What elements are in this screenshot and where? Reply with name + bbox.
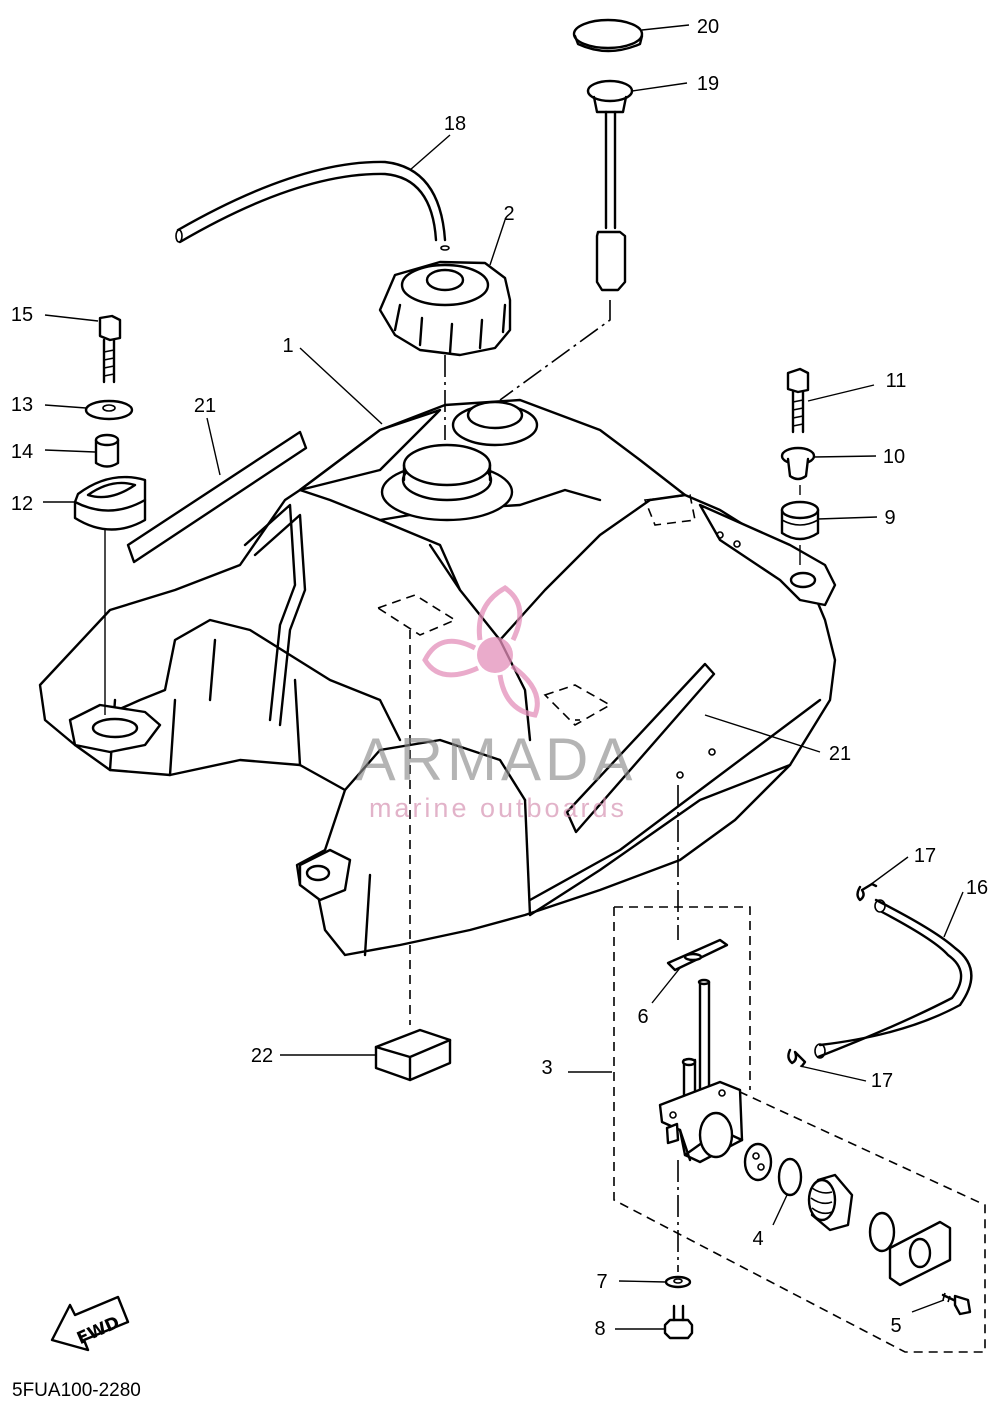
callout-14: 14 (11, 441, 33, 463)
callout-13: 13 (11, 394, 33, 416)
watermark-logo (422, 585, 540, 718)
callout-20: 20 (697, 16, 719, 38)
callout-11: 11 (886, 370, 907, 392)
diagram-code: 5FUA100-2280 (12, 1380, 141, 1401)
callout-21-left: 21 (194, 395, 216, 417)
callout-16: 16 (966, 877, 988, 899)
collar-14 (94, 433, 120, 468)
sponge-22 (374, 1028, 452, 1082)
grommet-9 (780, 500, 820, 541)
bolt-15 (98, 314, 122, 384)
fuel-sender-unit (499, 79, 634, 401)
breather-hose (175, 160, 447, 244)
callout-17-lower: 17 (871, 1070, 893, 1092)
damper-strip-left (126, 430, 308, 564)
callout-5: 5 (890, 1315, 901, 1337)
watermark-tagline: marine outboards (369, 793, 627, 823)
callout-10: 10 (883, 446, 905, 468)
callout-15: 15 (11, 304, 33, 326)
callout-labels: 1 2 3 4 5 6 7 8 9 10 11 12 13 14 15 16 1… (11, 16, 988, 1340)
washer-13 (84, 399, 134, 421)
callout-2: 2 (503, 203, 514, 225)
callout-21-right: 21 (829, 743, 851, 765)
callout-4: 4 (752, 1228, 763, 1250)
hose-clip-upper (856, 882, 878, 902)
collar-10 (780, 446, 816, 481)
fuel-tank (38, 398, 837, 1025)
damper-strip-top (298, 408, 442, 492)
fuel-hose (814, 898, 973, 1059)
leader-lines (43, 24, 964, 1330)
hose-clip-lower (787, 1048, 807, 1068)
callout-3: 3 (541, 1057, 552, 1079)
callout-18: 18 (444, 113, 466, 135)
damper-strip-right (565, 662, 716, 834)
callout-9: 9 (884, 507, 895, 529)
fuel-cock-assembly (613, 785, 986, 1353)
callout-6: 6 (637, 1006, 648, 1028)
callout-17-upper: 17 (914, 845, 936, 867)
callout-22: 22 (251, 1045, 273, 1067)
sender-grommet (572, 18, 644, 53)
callout-1: 1 (282, 335, 293, 357)
callout-7: 7 (596, 1271, 607, 1293)
watermark-brand: ARMADA (356, 726, 637, 793)
grommet-12 (73, 475, 147, 531)
callout-8: 8 (594, 1318, 605, 1340)
forward-direction-arrow: FWD (50, 1295, 130, 1352)
fuel-cap (378, 245, 512, 440)
bolt-11 (786, 367, 810, 434)
watermark: ARMADA marine outboards (356, 585, 637, 823)
callout-12: 12 (11, 493, 33, 515)
callout-19: 19 (697, 73, 719, 95)
